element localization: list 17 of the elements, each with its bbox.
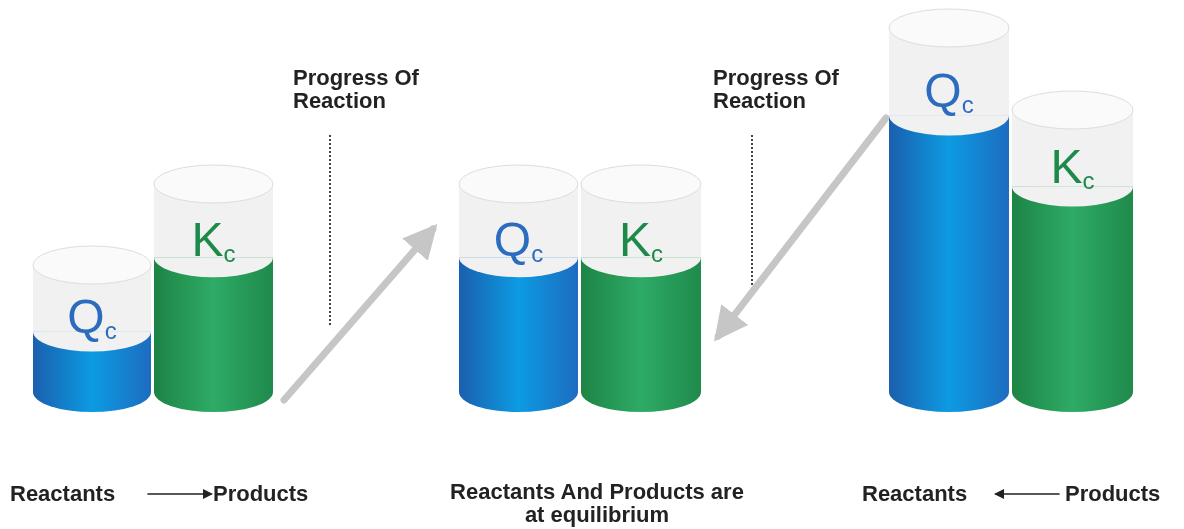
text-label: Progress Of Reaction	[713, 66, 840, 112]
arrow	[714, 114, 890, 342]
text-label: Reactants And Products are at equilibrium	[449, 480, 745, 526]
symbol-label: Q$_{c}$	[493, 214, 544, 265]
arrow	[147, 489, 213, 499]
text-label: Products	[1065, 480, 1183, 508]
text-label: Reactants	[10, 480, 142, 508]
arrow	[280, 223, 438, 404]
text-label: Progress Of Reaction	[293, 66, 420, 112]
symbol-label: Q$_{c}$	[924, 65, 974, 116]
symbol-label: Q$_{c}$	[67, 292, 117, 343]
arrow	[994, 489, 1060, 499]
symbol-label: K$_{c}$	[619, 214, 663, 265]
text-label: Reactants	[862, 480, 994, 508]
symbol-label: K$_{c}$	[191, 214, 236, 265]
text-label: Products	[213, 480, 331, 508]
symbol-label: K$_{c}$	[1050, 142, 1095, 193]
